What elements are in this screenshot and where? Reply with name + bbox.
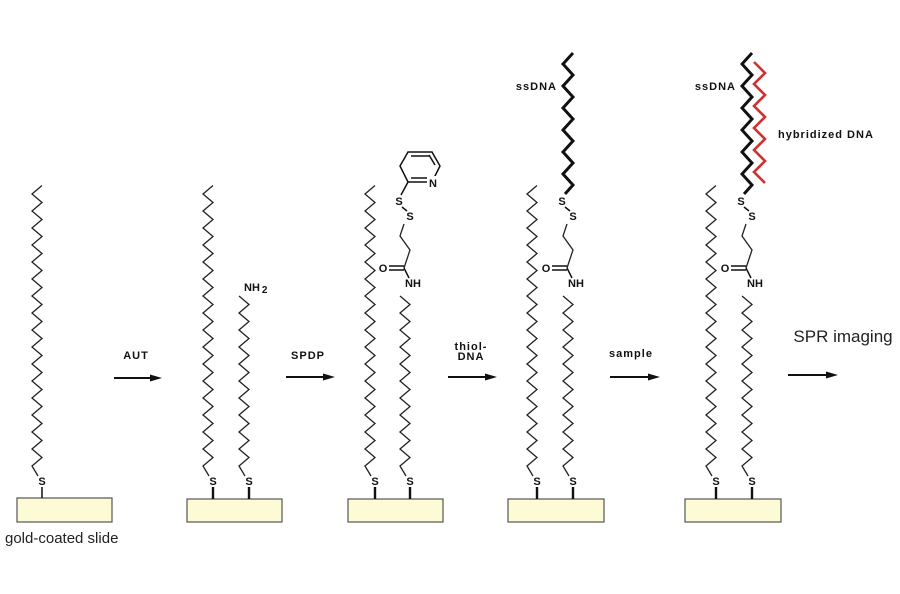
sulfur-atom: S xyxy=(245,476,252,488)
arrowhead-icon xyxy=(826,371,838,379)
headgroups xyxy=(389,151,752,279)
c-n-bond xyxy=(745,267,752,279)
sulfur-atom: S xyxy=(406,476,413,488)
propionyl-linker xyxy=(562,223,574,269)
gold-slide xyxy=(684,498,782,523)
s-s-bond xyxy=(401,206,408,212)
gold-slides xyxy=(16,487,782,523)
s-s-bond xyxy=(564,206,571,212)
n-mask xyxy=(427,176,439,188)
aut-chain xyxy=(398,295,412,477)
step-label-2: thiol- xyxy=(455,341,488,353)
disulfide-s1: S xyxy=(395,196,402,208)
alkanethiol-chains xyxy=(30,51,767,477)
sulfur-atom: S xyxy=(38,476,45,488)
disulfide-s2: S xyxy=(569,211,576,223)
long-alkyl-chain xyxy=(201,185,215,477)
sulfur-atom: S xyxy=(533,476,540,488)
hybridized-dna-strand xyxy=(752,61,767,184)
ssdna-strand xyxy=(739,51,755,195)
propionyl-linker xyxy=(399,223,411,269)
carbonyl-o-label: O xyxy=(721,263,730,275)
c-n-bond xyxy=(403,267,410,279)
step-label-3: sample xyxy=(609,348,653,360)
ring-double-bond xyxy=(428,154,436,166)
long-alkyl-chain xyxy=(704,185,718,477)
ssdna-label: ssDNA xyxy=(695,81,736,93)
disulfide-s2: S xyxy=(406,211,413,223)
amide-nh-label: NH xyxy=(747,278,763,290)
disulfide-s1: S xyxy=(558,196,565,208)
step-label-2-line2: DNA xyxy=(458,351,485,363)
step-label-1: SPDP xyxy=(291,350,325,362)
c-s-bond xyxy=(400,181,409,196)
arrowhead-icon xyxy=(323,373,335,381)
sulfur-atom: S xyxy=(371,476,378,488)
hybridized-dna-label: hybridized DNA xyxy=(778,129,874,141)
disulfide-s1: S xyxy=(737,196,744,208)
c-n-bond xyxy=(566,267,573,279)
step-label-0: AUT xyxy=(123,350,149,362)
gold-slide xyxy=(507,498,605,523)
gold-slide-caption: gold-coated slide xyxy=(5,530,118,547)
sulfur-atom: S xyxy=(209,476,216,488)
arrowhead-icon xyxy=(150,374,162,382)
gold-slide xyxy=(347,498,444,523)
reaction-arrows xyxy=(114,371,838,382)
arrowhead-icon xyxy=(648,373,660,381)
sulfur-atom: S xyxy=(712,476,719,488)
long-alkyl-chain xyxy=(363,185,377,477)
sulfur-atom: S xyxy=(569,476,576,488)
long-alkyl-chain xyxy=(30,185,44,477)
carbonyl-o-label: O xyxy=(542,263,551,275)
s-s-bond xyxy=(743,206,750,212)
sulfur-atom: S xyxy=(748,476,755,488)
aut-chain xyxy=(561,295,575,477)
disulfide-s2: S xyxy=(748,211,755,223)
gold-slide xyxy=(186,498,283,523)
aut-chain xyxy=(237,295,251,477)
carbonyl-o-label: O xyxy=(379,263,388,275)
propionyl-linker xyxy=(741,223,753,269)
amide-nh-label: NH xyxy=(405,278,421,290)
gold-slide xyxy=(16,497,113,523)
arrowhead-icon xyxy=(485,373,497,381)
pyridine-n-label: N xyxy=(429,178,437,190)
ssdna-label: ssDNA xyxy=(516,81,557,93)
ssdna-strand xyxy=(560,51,576,195)
step-label-4: SPR imaging xyxy=(793,327,892,346)
aut-chain xyxy=(740,295,754,477)
long-alkyl-chain xyxy=(525,185,539,477)
amide-nh-label: NH xyxy=(568,278,584,290)
